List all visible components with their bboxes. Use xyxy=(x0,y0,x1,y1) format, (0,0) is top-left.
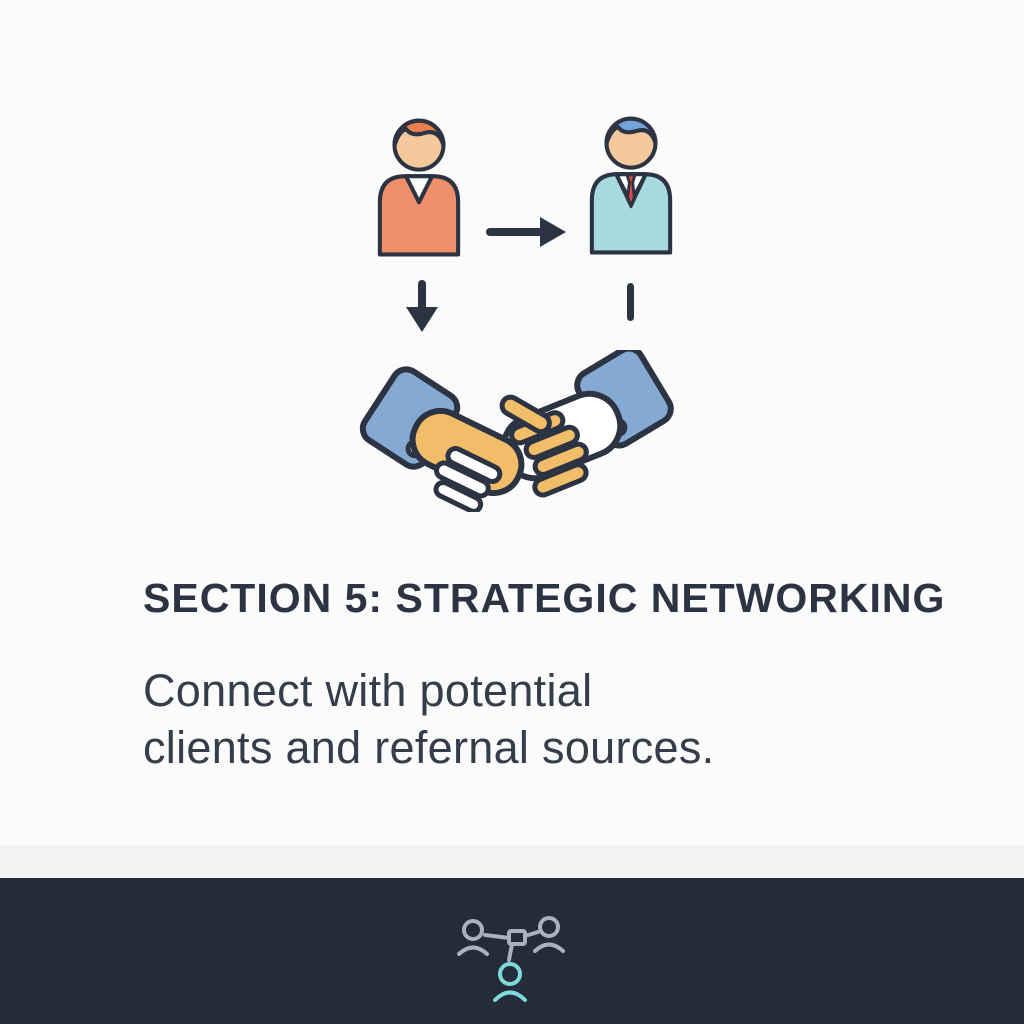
subtitle-line-1: Connect with potential xyxy=(143,665,593,716)
subtitle-line-2: clients and refernal sources. xyxy=(143,722,715,773)
person-orange-icon xyxy=(377,118,461,257)
arrow-right-icon xyxy=(486,217,566,247)
slide-subtitle: Connect with potential clients and refer… xyxy=(143,662,715,776)
vertical-connector-line xyxy=(627,283,634,321)
arrow-down-icon xyxy=(406,280,438,332)
section-title: SECTION 5: STRATEGIC NETWORKING xyxy=(143,575,946,621)
handshake-icon xyxy=(359,350,674,512)
network-people-logo-icon xyxy=(457,916,565,1002)
light-band xyxy=(0,845,1024,878)
person-teal-icon xyxy=(589,116,673,255)
